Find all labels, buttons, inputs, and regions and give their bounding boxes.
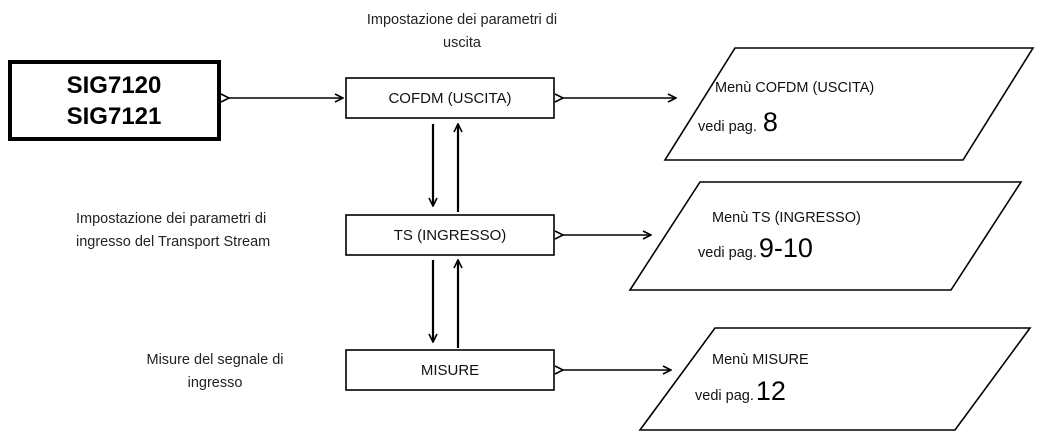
ts-note-line2: ingresso del Transport Stream [76,234,270,250]
ts-box: TS (INGRESSO) [345,214,555,256]
misure-menu-page: 12 [756,376,786,406]
ts-box-label: TS (INGRESSO) [394,227,507,244]
cofdm-note-line2: uscita [443,35,482,51]
cofdm-menu: Menù COFDM (USCITA) vedi pag. 8 [663,47,1035,161]
ts-menu-ref: vedi pag.9-10 [698,233,813,263]
ts-menu-page: 9-10 [759,233,813,263]
cofdm-menu-ref-prefix: vedi pag. [698,119,757,135]
cofdm-menu-page: 8 [763,107,778,137]
misure-note-line2: ingresso [188,375,243,391]
cofdm-note-line1: Impostazione dei parametri di [367,12,557,28]
misure-menu-ref: vedi pag.12 [695,376,786,406]
misure-box-label: MISURE [421,362,479,379]
misure-box: MISURE [345,349,555,391]
device-model-1: SIG7120 [67,72,162,99]
device-model-2: SIG7121 [67,103,162,130]
misure-menu: Menù MISURE vedi pag.12 [638,327,1032,431]
misure-menu-ref-prefix: vedi pag. [695,388,754,404]
misure-menu-title: Menù MISURE [712,352,809,368]
device-box: SIG7120 SIG7121 [8,60,221,141]
cofdm-menu-ref: vedi pag. 8 [698,107,778,137]
cofdm-menu-title: Menù COFDM (USCITA) [715,80,874,96]
ts-menu-title: Menù TS (INGRESSO) [712,210,861,226]
cofdm-box: COFDM (USCITA) [345,77,555,119]
cofdm-box-label: COFDM (USCITA) [388,90,511,107]
ts-menu: Menù TS (INGRESSO) vedi pag.9-10 [628,181,1023,291]
misure-note-line1: Misure del segnale di [146,352,283,368]
ts-note-line1: Impostazione dei parametri di [76,211,266,227]
ts-menu-ref-prefix: vedi pag. [698,245,757,261]
